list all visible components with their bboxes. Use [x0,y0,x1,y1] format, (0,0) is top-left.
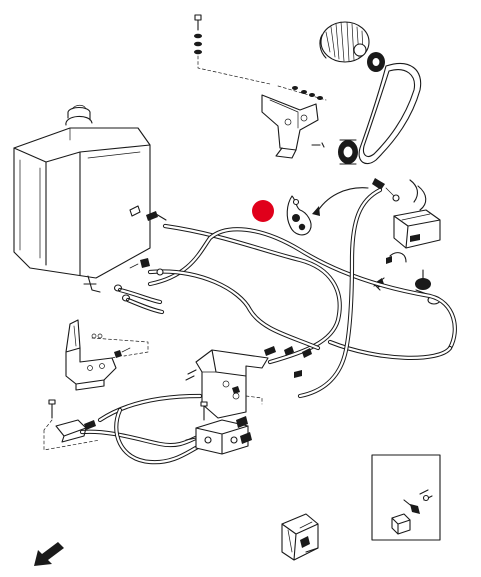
foot-pedal-pad[interactable] [281,513,319,561]
pedal-bracket[interactable] [65,319,117,391]
guide-line-lower-left [43,419,101,451]
hydraulic-hoses[interactable] [79,187,457,465]
inset-detail-box[interactable] [371,454,441,541]
alternator-bracket[interactable] [261,85,327,159]
fuel-tank[interactable] [13,104,151,293]
valve-bracket[interactable] [185,349,269,419]
pulley-lower[interactable] [338,139,358,165]
curved-arrow-right [409,179,419,203]
arrow-head-left [312,206,320,216]
bolt-center[interactable] [200,401,208,421]
relay-switch-box[interactable] [393,209,441,249]
valve-block[interactable] [185,416,252,455]
arrow-down-left-icon [34,542,64,566]
guide-line-center [245,395,263,405]
pulley-upper[interactable] [367,52,385,72]
bolt-stack-top[interactable] [194,14,202,55]
bolt-lower-left[interactable] [48,399,56,419]
hose-clamp-lower-left[interactable] [55,419,96,443]
banjo-fitting[interactable] [286,195,312,236]
highlight-marker[interactable] [252,200,274,222]
small-fittings-left[interactable] [91,333,131,358]
tank-hose-stubs[interactable] [113,284,165,315]
guide-line-top [197,55,271,85]
alternator[interactable] [319,21,370,63]
drive-belt[interactable] [358,62,422,165]
